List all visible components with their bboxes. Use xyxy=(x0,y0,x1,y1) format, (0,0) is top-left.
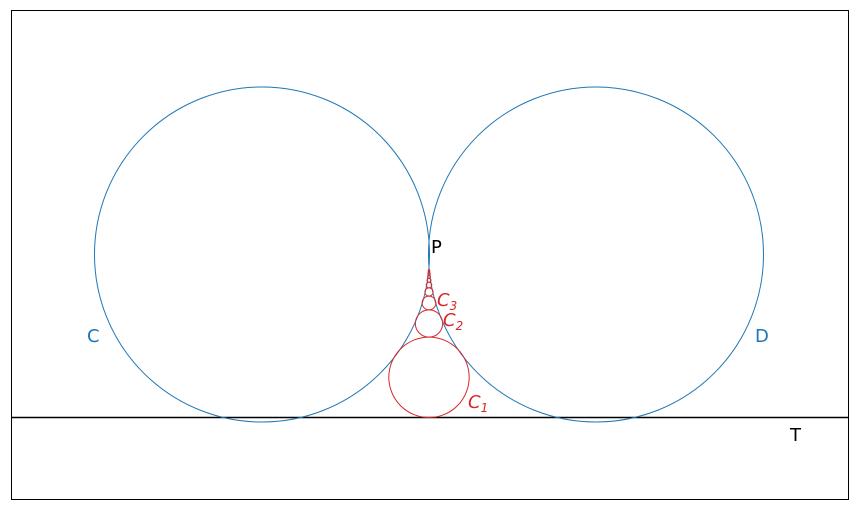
circle-chain xyxy=(388,269,470,418)
circle-c xyxy=(94,86,430,423)
chain-circle-10 xyxy=(427,269,431,272)
chain-circle-1 xyxy=(388,336,470,418)
label-c1: C1 xyxy=(468,392,488,415)
label-c: C xyxy=(87,326,100,347)
label-d: D xyxy=(755,326,769,347)
chain-circle-2 xyxy=(414,309,444,338)
chain-circle-3 xyxy=(421,295,437,311)
label-t: T xyxy=(789,425,802,446)
label-c3: C3 xyxy=(437,290,457,313)
label-p: P xyxy=(431,237,442,258)
circle-d xyxy=(428,86,764,423)
label-c2: C2 xyxy=(443,310,463,333)
chain-circle-4 xyxy=(424,287,434,297)
plot-frame xyxy=(11,10,849,500)
